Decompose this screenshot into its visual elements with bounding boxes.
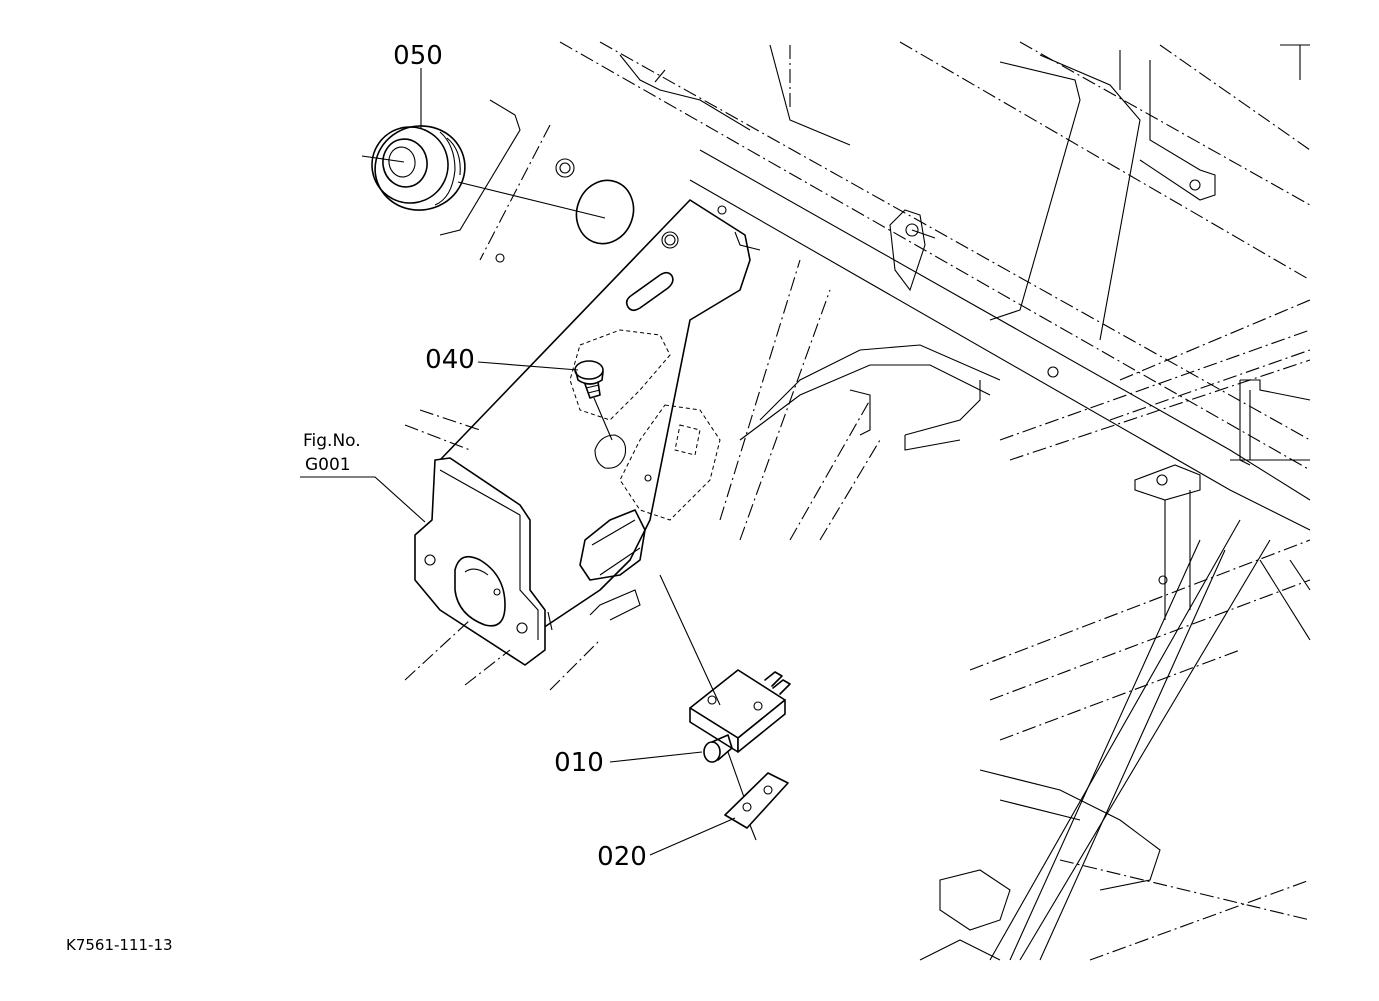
part-020-plate bbox=[724, 772, 789, 841]
callout-050: 050 bbox=[393, 41, 443, 71]
callout-020: 020 bbox=[597, 842, 647, 872]
pedal-bracket bbox=[404, 199, 761, 691]
chassis-frame bbox=[439, 41, 1311, 961]
part-010-switch bbox=[659, 574, 791, 801]
part-040-bolt bbox=[574, 360, 613, 441]
figure-ref-line1: Fig.No. bbox=[303, 431, 361, 451]
callout-040: 040 bbox=[425, 345, 475, 375]
callout-010: 010 bbox=[554, 748, 604, 778]
figure-ref-line2: G001 bbox=[305, 455, 351, 475]
drawing-code: K7561-111-13 bbox=[66, 936, 173, 954]
part-050-grommet bbox=[371, 125, 635, 245]
leader-lines bbox=[300, 68, 736, 856]
